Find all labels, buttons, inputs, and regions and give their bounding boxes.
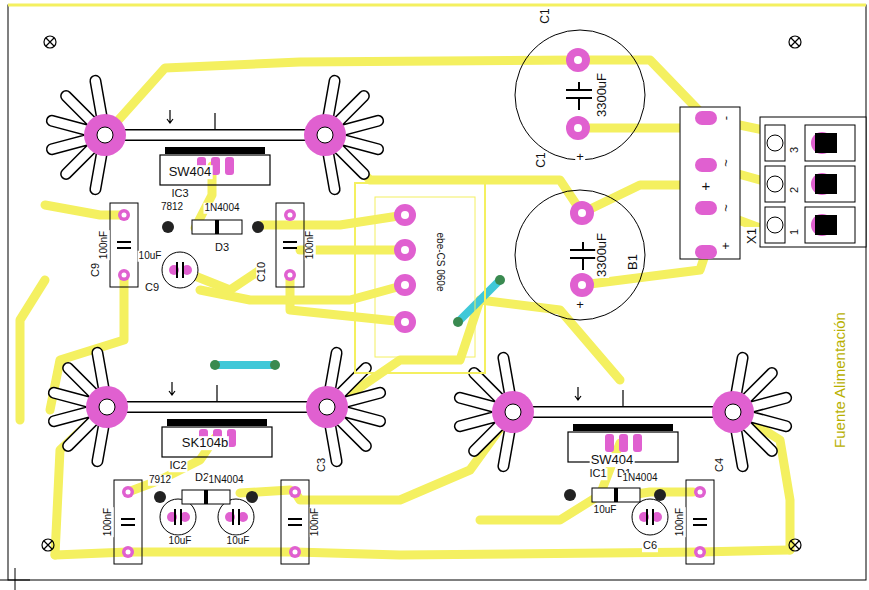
silkscreen-label: SW404 <box>590 453 635 467</box>
silkscreen-label: + <box>719 241 733 251</box>
silkscreen-label: 1N4004 <box>207 475 244 486</box>
silkscreen-label: 100nF <box>305 230 316 260</box>
silkscreen-label: X1 <box>745 227 759 245</box>
silkscreen-label: D3 <box>214 242 230 254</box>
silkscreen-label: C3 <box>316 457 328 473</box>
silkscreen-label: 10uF <box>593 505 618 516</box>
silkscreen-label: 1N4004 <box>203 203 240 214</box>
silkscreen-label: 1 <box>789 228 801 236</box>
silkscreen-label: C6 <box>642 540 658 552</box>
silkscreen-label: C9 <box>144 282 160 294</box>
silkscreen-label: 10uF <box>138 251 163 262</box>
silkscreen-label: 7812 <box>160 202 184 213</box>
silkscreen-label: ebe-CS 060e <box>435 232 446 293</box>
silkscreen-label: 3 <box>789 146 801 154</box>
silkscreen-label: 1N4004 <box>621 473 658 484</box>
silkscreen-label: SW404 <box>168 165 213 179</box>
silkscreen-label: 100nF <box>103 507 114 537</box>
silkscreen-label: 7912 <box>148 475 172 486</box>
silkscreen-label: + <box>701 178 712 194</box>
silkscreen-label: ~ <box>719 158 733 168</box>
silkscreen-label: 3300uF <box>595 72 609 118</box>
silkscreen-label: 100nF <box>675 507 686 537</box>
silkscreen-label: + <box>575 150 585 164</box>
silkscreen-label: 2 <box>789 186 801 194</box>
silkscreen-label: C1 <box>539 7 552 24</box>
silkscreen-label: C4 <box>714 457 726 473</box>
silkscreen-label: B1 <box>626 253 640 271</box>
silkscreen-label: C9 <box>90 262 102 278</box>
silkscreen-label: Fuente Alimentación <box>832 311 848 449</box>
silkscreen-label: IC3 <box>170 188 189 200</box>
silkscreen-label: 10uF <box>168 536 193 547</box>
silkscreen-label: ~ <box>719 203 733 213</box>
silkscreen-label: IC2 <box>168 460 187 472</box>
silkscreen-label: - <box>719 115 733 121</box>
silkscreen-label: C1 <box>535 151 548 168</box>
silkscreen-label: SK104b <box>181 436 229 450</box>
silkscreen-label: 10uF <box>226 536 251 547</box>
silkscreen-label: 100nF <box>310 507 321 537</box>
silkscreen-label: C10 <box>256 261 268 283</box>
silkscreen-label: + <box>575 298 585 312</box>
silkscreen-label: 3300uF <box>595 232 609 278</box>
silkscreen-label: 100nF <box>99 230 110 260</box>
silkscreen-label: IC1 <box>588 468 607 480</box>
